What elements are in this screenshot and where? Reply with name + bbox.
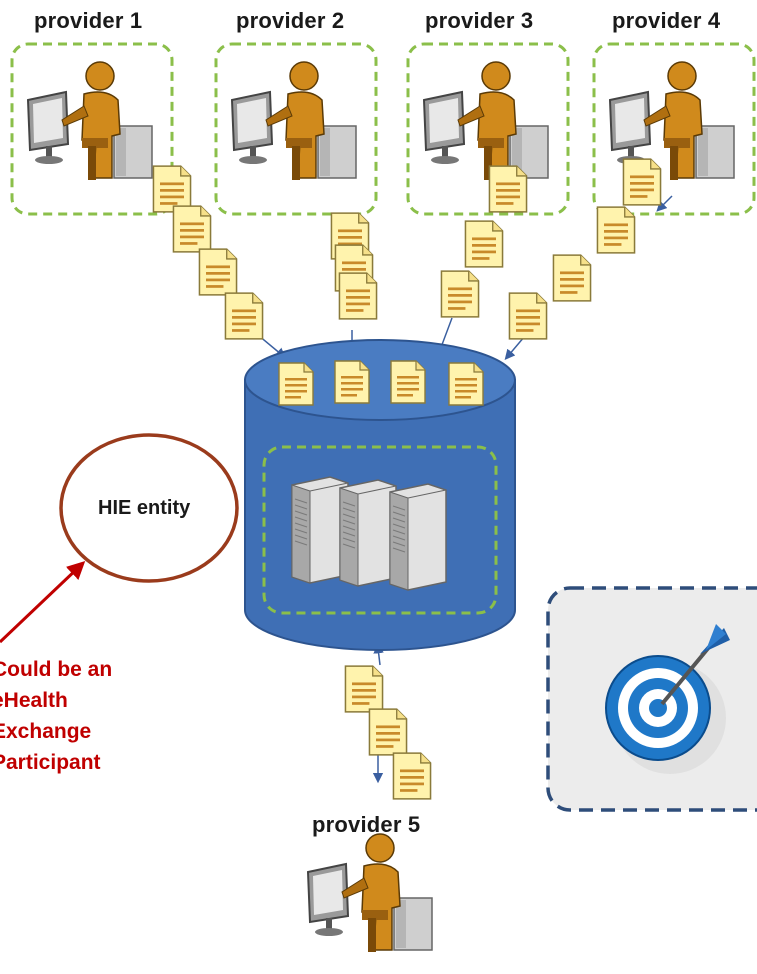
provider-1-box <box>10 42 174 216</box>
document-icon <box>344 665 384 713</box>
document-icon <box>622 158 662 206</box>
provider-2-documents <box>330 212 378 320</box>
person-at-computer-icon <box>231 61 357 181</box>
document-icon <box>552 254 592 302</box>
hie-inner-box <box>262 445 498 615</box>
target-panel <box>546 586 757 812</box>
target-dart-icon <box>605 624 730 774</box>
provider-4-box <box>592 42 756 216</box>
document-icon <box>368 708 408 756</box>
document-icon <box>392 752 432 800</box>
server-icon <box>339 479 397 587</box>
document-icon <box>464 220 504 268</box>
note-arrow-icon <box>0 561 86 644</box>
document-icon <box>448 362 484 406</box>
provider-1-documents <box>152 165 264 340</box>
provider-boxes <box>10 42 756 216</box>
arrow-icon <box>656 195 673 212</box>
person-at-computer-icon <box>423 61 549 181</box>
document-icon <box>198 248 238 296</box>
document-icon <box>440 270 480 318</box>
provider-2-label: provider 2 <box>236 8 345 33</box>
document-icon <box>278 362 314 406</box>
note-line: Exchange <box>0 720 92 743</box>
server-icon <box>389 483 447 591</box>
provider-3-box <box>406 42 570 216</box>
person-at-computer-icon <box>307 833 433 953</box>
provider-4-documents <box>508 158 662 340</box>
document-icon <box>596 206 636 254</box>
provider-3-label: provider 3 <box>425 8 534 33</box>
participant-note: Could be an eHealth Exchange Participant <box>0 654 112 778</box>
hie-entity-circle <box>59 433 239 583</box>
note-line: eHealth <box>0 689 68 712</box>
note-line: Participant <box>0 751 101 774</box>
person-at-computer-icon <box>27 61 153 181</box>
note-line: Could be an <box>0 658 113 681</box>
provider-1-label: provider 1 <box>34 8 143 33</box>
document-icon <box>334 360 370 404</box>
document-icon <box>390 360 426 404</box>
document-icon <box>338 272 378 320</box>
document-icon <box>508 292 548 340</box>
provider-5-label: provider 5 <box>312 812 421 837</box>
document-icon <box>488 165 528 213</box>
provider-4-label: provider 4 <box>612 8 721 33</box>
hie-entity-label: HIE entity <box>98 497 191 519</box>
document-icon <box>224 292 264 340</box>
provider-5-documents <box>344 665 432 800</box>
document-icon <box>172 205 212 253</box>
provider-2-box <box>214 42 378 216</box>
document-icon <box>152 165 192 213</box>
